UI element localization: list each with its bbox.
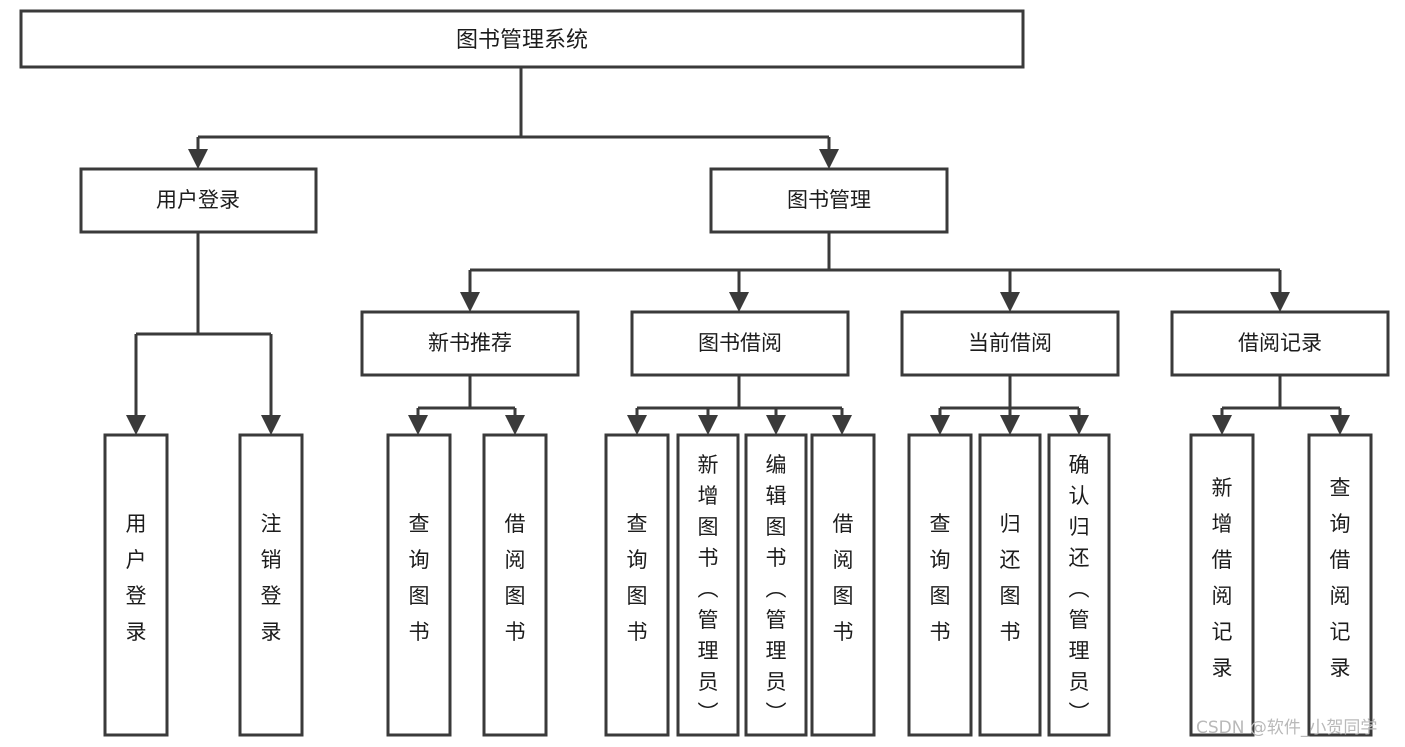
leaf-newbook-borrow-label: 借阅图书 [505,512,526,644]
leaf-currentborrow-return-box[interactable] [978,433,1042,737]
node-book-borrow-box[interactable] [630,310,850,377]
node-new-book-recommend-box[interactable] [360,310,580,377]
arrowhead-level3-borrow-record [1270,292,1290,312]
leaf-bookborrow-borrow-box[interactable] [810,433,876,737]
node-new-book-recommend-label: 新书推荐 [428,331,512,355]
node-book-management-label: 图书管理 [787,188,871,212]
leaf-borrowrecord-add-box[interactable] [1189,433,1255,737]
node-current-borrow-box[interactable] [900,310,1120,377]
arrowhead-bookborrow-leaf-2 [698,415,718,435]
node-user-login-box[interactable] [79,167,318,234]
leaf-currentborrow-query-box[interactable] [907,433,973,737]
node-borrow-record[interactable]: 借阅记录 [1170,310,1390,377]
leaf-borrowrecord-add-label: 新增借阅记录 [1212,476,1233,680]
node-new-book-recommend[interactable]: 新书推荐 [360,310,580,377]
leaf-node[interactable]: 注销登录 [238,433,304,737]
leaf-node[interactable]: 借阅图书 [482,433,548,737]
leaf-node[interactable]: 确认归还︵管理员︶ [1047,433,1111,737]
leaf-node[interactable]: 新增借阅记录 [1189,433,1255,737]
leaf-borrowrecord-query-box[interactable] [1307,433,1373,737]
leaf-newbook-query-label: 查询图书 [409,512,430,644]
node-book-management[interactable]: 图书管理 [709,167,949,234]
node-borrow-record-box[interactable] [1170,310,1390,377]
arrowhead-bookborrow-leaf-4 [832,415,852,435]
node-current-borrow[interactable]: 当前借阅 [900,310,1120,377]
node-user-login-label: 用户登录 [156,188,240,212]
arrowhead-level3-new-book [460,292,480,312]
leaf-borrowrecord-query-label: 查询借阅记录 [1330,476,1351,680]
node-book-borrow-label: 图书借阅 [698,331,782,355]
leaf-node[interactable]: 归还图书 [978,433,1042,737]
leaf-logout-label: 注销登录 [261,512,282,644]
leaf-currentborrow-confirm-box[interactable] [1047,433,1111,737]
leaf-user-login-label: 用户登录 [126,512,147,644]
leaf-bookborrow-add-label: 新增图书︵管理员︶ [698,453,719,725]
leaf-node[interactable]: 查询图书 [907,433,973,737]
node-root-label: 图书管理系统 [456,28,588,53]
node-user-login[interactable]: 用户登录 [79,167,318,234]
leaf-bookborrow-query-box[interactable] [604,433,670,737]
node-borrow-record-label: 借阅记录 [1238,331,1322,355]
arrowhead-bookborrow-leaf-1 [627,415,647,435]
leaf-currentborrow-return-label: 归还图书 [1000,512,1021,644]
leaf-node[interactable]: 查询借阅记录 [1307,433,1373,737]
leaf-bookborrow-add-box[interactable] [676,433,740,737]
leaf-node[interactable]: 借阅图书 [810,433,876,737]
arrowhead-borrowrecord-leaf-1 [1212,415,1232,435]
connector-layer [126,67,1350,435]
leaf-bookborrow-edit-box[interactable] [744,433,808,737]
arrowhead-level3-book-borrow [729,292,749,312]
arrowhead-level3-current-borrow [1000,292,1020,312]
arrowhead-root-to-book-mgmt [819,149,839,169]
leaf-currentborrow-confirm-label: 确认归还︵管理员︶ [1069,453,1090,725]
leaf-node[interactable]: 用户登录 [103,433,169,737]
arrowhead-newbook-leaf-2 [505,415,525,435]
leaf-node[interactable]: 查询图书 [604,433,670,737]
leaf-node[interactable]: 查询图书 [386,433,452,737]
node-root-box[interactable] [19,9,1025,69]
node-current-borrow-label: 当前借阅 [968,331,1052,355]
csdn-watermark: CSDN @软件_小贺同学 [1196,718,1377,738]
leaf-logout-box[interactable] [238,433,304,737]
leaf-bookborrow-query-label: 查询图书 [627,512,648,644]
arrowhead-newbook-leaf-1 [408,415,428,435]
leaf-newbook-query-box[interactable] [386,433,452,737]
leaf-bookborrow-edit-label: 编辑图书︵管理员︶ [766,453,787,725]
arrowhead-currentborrow-leaf-1 [930,415,950,435]
node-book-borrow[interactable]: 图书借阅 [630,310,850,377]
arrowhead-currentborrow-leaf-2 [1000,415,1020,435]
arrowhead-userlogin-leaf-1 [126,415,146,435]
leaf-currentborrow-query-label: 查询图书 [930,512,951,644]
arrowhead-borrowrecord-leaf-2 [1330,415,1350,435]
leaf-bookborrow-borrow-label: 借阅图书 [833,512,854,644]
leaf-node[interactable]: 新增图书︵管理员︶ [676,433,740,737]
arrowhead-userlogin-leaf-2 [261,415,281,435]
leaf-user-login-box[interactable] [103,433,169,737]
arrowhead-root-to-user-login [188,149,208,169]
leaf-node[interactable]: 编辑图书︵管理员︶ [744,433,808,737]
arrowhead-currentborrow-leaf-3 [1069,415,1089,435]
node-root-system[interactable]: 图书管理系统 [19,9,1025,69]
arrowhead-bookborrow-leaf-3 [766,415,786,435]
node-book-management-box[interactable] [709,167,949,234]
leaf-newbook-borrow-box[interactable] [482,433,548,737]
